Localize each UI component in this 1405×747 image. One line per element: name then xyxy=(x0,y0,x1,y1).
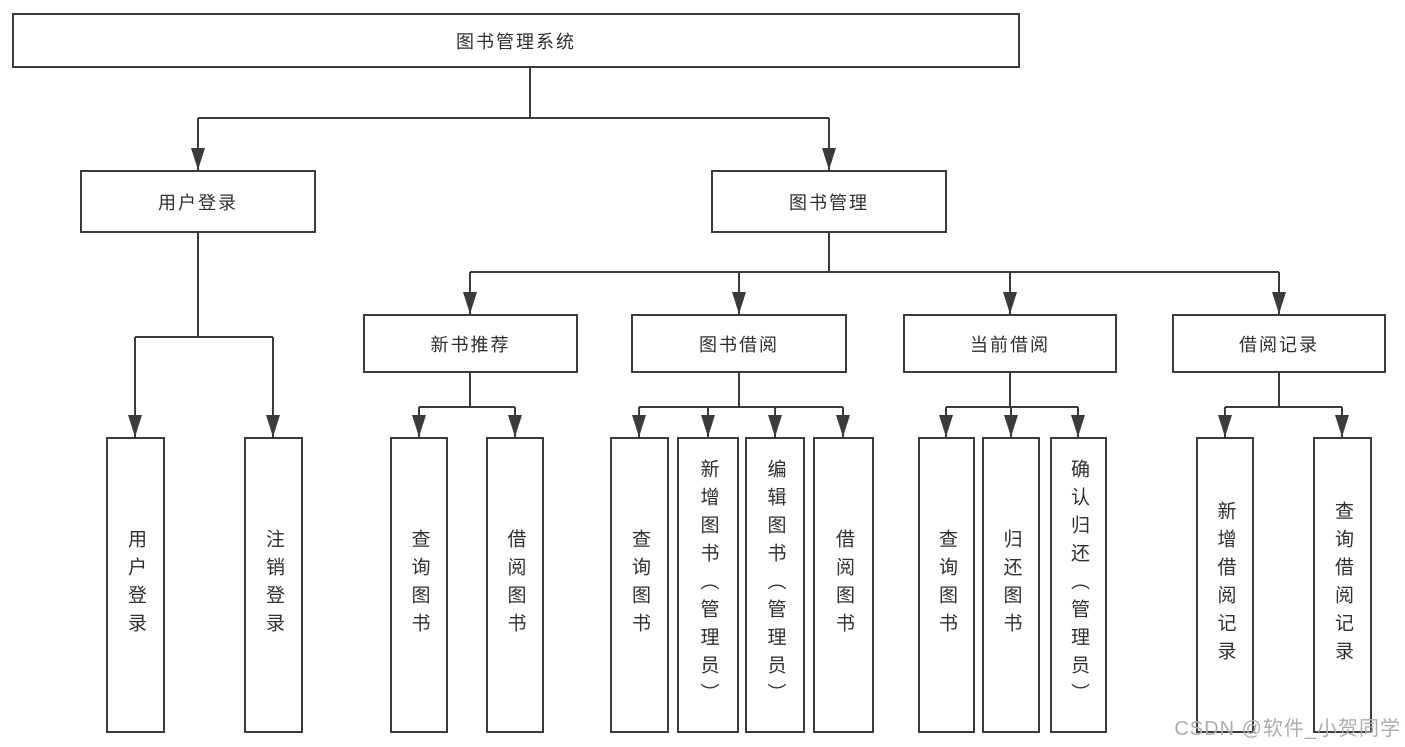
node-borrow-record: 借阅记录 xyxy=(1172,314,1386,373)
leaf-label: 确认归还（管理员） xyxy=(1068,459,1089,711)
node-leaf-query-books-1: 查询图书 xyxy=(390,437,448,733)
node-book-mgmt-label: 图书管理 xyxy=(789,192,869,213)
node-leaf-return-books: 归还图书 xyxy=(982,437,1040,733)
node-book-mgmt: 图书管理 xyxy=(711,170,947,233)
node-book-borrow-label: 图书借阅 xyxy=(699,334,779,355)
node-leaf-query-borrow-record: 查询借阅记录 xyxy=(1313,437,1372,733)
node-new-book-rec: 新书推荐 xyxy=(363,314,578,373)
leaf-label: 用户登录 xyxy=(125,529,146,641)
connector-borrowrecord xyxy=(1225,373,1342,408)
leaf-label: 新增图书（管理员） xyxy=(697,459,719,711)
connector-bookmgmt xyxy=(470,233,1279,273)
leaf-label: 注销登录 xyxy=(263,529,284,641)
leaf-label: 借阅图书 xyxy=(833,529,854,641)
node-current-borrow-label: 当前借阅 xyxy=(970,334,1050,355)
leaf-label: 查询图书 xyxy=(629,529,650,641)
leaf-label: 借阅图书 xyxy=(504,529,526,641)
node-leaf-user-login: 用户登录 xyxy=(106,437,165,733)
leaf-label: 查询借阅记录 xyxy=(1332,501,1353,669)
csdn-watermark: CSDN @软件_小贺同学 xyxy=(1174,718,1401,740)
leaf-label: 编辑图书（管理员） xyxy=(764,459,786,711)
node-root: 图书管理系统 xyxy=(12,13,1020,68)
leaf-label: 查询图书 xyxy=(936,529,957,641)
node-user-login: 用户登录 xyxy=(80,170,316,233)
node-leaf-borrow-books-1: 借阅图书 xyxy=(486,437,544,733)
node-user-login-label: 用户登录 xyxy=(158,192,238,213)
node-leaf-edit-books-admin: 编辑图书（管理员） xyxy=(745,437,805,733)
node-borrow-record-label: 借阅记录 xyxy=(1239,334,1319,355)
node-leaf-add-borrow-record: 新增借阅记录 xyxy=(1196,437,1254,733)
connector-group xyxy=(128,68,1349,437)
connector-newbookrec xyxy=(419,373,515,408)
node-leaf-query-books-3: 查询图书 xyxy=(918,437,975,733)
node-new-book-rec-label: 新书推荐 xyxy=(430,334,511,355)
connector-root-l2 xyxy=(198,68,829,119)
node-leaf-query-books-2: 查询图书 xyxy=(610,437,669,733)
node-root-label: 图书管理系统 xyxy=(456,31,576,52)
node-book-borrow: 图书借阅 xyxy=(631,314,847,373)
leaf-label: 新增借阅记录 xyxy=(1214,501,1236,669)
leaf-label: 归还图书 xyxy=(1000,529,1022,641)
node-leaf-confirm-return-admin: 确认归还（管理员） xyxy=(1050,437,1107,733)
node-current-borrow: 当前借阅 xyxy=(903,314,1117,373)
leaf-label: 查询图书 xyxy=(408,529,430,641)
node-leaf-logout: 注销登录 xyxy=(244,437,303,733)
node-leaf-add-books-admin: 新增图书（管理员） xyxy=(677,437,739,733)
connector-currentborrow xyxy=(946,373,1078,408)
connector-bookborrow xyxy=(639,373,843,408)
node-leaf-borrow-books-2: 借阅图书 xyxy=(813,437,874,733)
connector-userlogin xyxy=(135,233,273,338)
